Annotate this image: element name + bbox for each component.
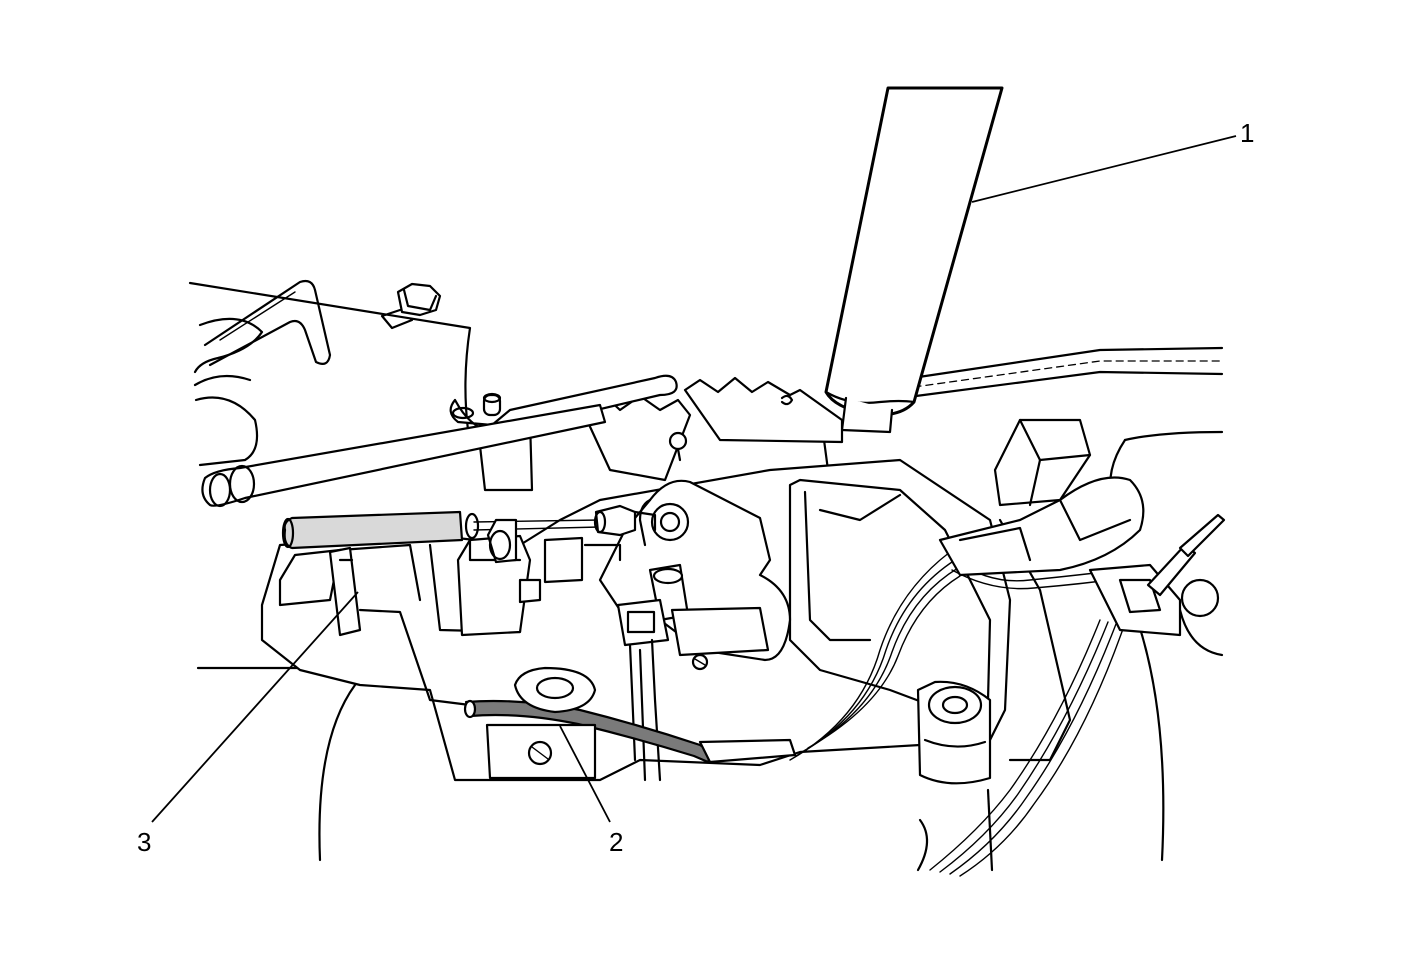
shift-lever: [818, 86, 1004, 474]
callout-label-1: 1: [1240, 118, 1254, 148]
electrical-connectors: [938, 418, 1226, 637]
mounting-bolt: [380, 282, 442, 330]
shift-lock-cable: [281, 504, 657, 550]
callout-label-3: 3: [137, 827, 151, 857]
callout-leader-2: [559, 725, 611, 823]
wire-harness: [789, 551, 1126, 877]
shifter-base-bracket: [201, 374, 844, 508]
callout-leaders: [151, 135, 1237, 823]
callout-leader-3: [151, 591, 359, 823]
console-trim-strip: [910, 346, 1224, 398]
callout-label-2: 2: [609, 827, 623, 857]
callout-labels: 1 2 3: [137, 118, 1254, 857]
ground-wire: [463, 666, 797, 780]
harness-clip: [616, 598, 670, 782]
shift-lock-solenoid: [456, 518, 622, 637]
callout-leader-1: [971, 135, 1237, 203]
